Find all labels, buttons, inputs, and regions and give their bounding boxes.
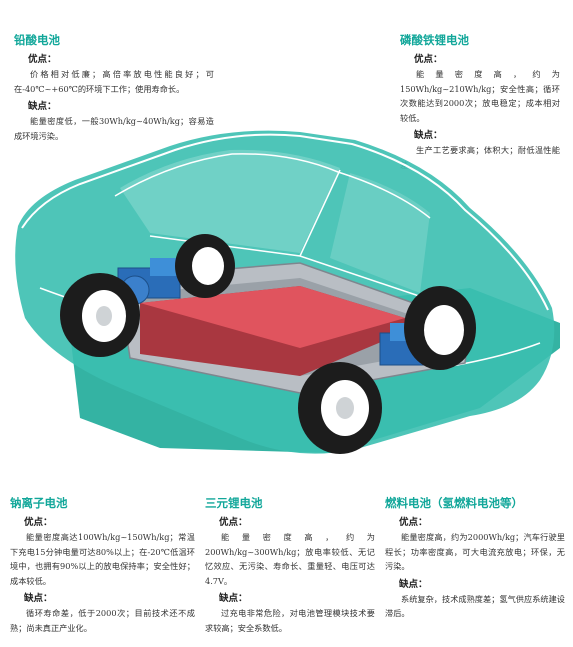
lfp-title: 磷酸铁锂电池 (400, 33, 469, 47)
ternary-lithium-title: 三元锂电池 (205, 496, 263, 510)
lfp-pros: 能量密度高，约为150Wh/kg~210Wh/kg；安全性高；循环次数能达到20… (400, 69, 560, 123)
lead-acid-section: 铅酸电池 优点： 价格相对低廉；高倍率放电性能良好；可在-40℃~+60℃的环境… (14, 32, 214, 143)
lead-acid-title: 铅酸电池 (14, 33, 60, 47)
wheel-front-right (298, 362, 382, 454)
car-rear-window (330, 173, 430, 293)
lead-acid-pros: 价格相对低廉；高倍率放电性能良好；可在-40℃~+60℃的环境下工作；使用寿命长… (14, 69, 214, 94)
lfp-pros-label: 优点： (414, 54, 443, 65)
ternary-lithium-cons: 过充电非常危险，对电池管理模块技术要求较高；安全系数低。 (205, 608, 375, 633)
ternary-lithium-cons-label: 缺点： (219, 593, 248, 604)
lfp-cons-label: 缺点： (414, 130, 443, 141)
lead-acid-cons-label: 缺点： (28, 101, 57, 112)
sodium-ion-pros: 能量密度高达100Wh/kg~150Wh/kg；常温下充电15分钟电量可达80%… (10, 532, 195, 586)
battery-pack (140, 286, 405, 376)
sodium-ion-title: 钠离子电池 (10, 496, 68, 510)
wheel-rear-right (404, 286, 476, 370)
fuel-cell-cons-label: 缺点： (399, 578, 428, 590)
fuel-cell-section: 燃料电池（氢燃料电池等） 优点： 能量密度高，约为2000Wh/kg；汽车行驶里… (385, 495, 565, 621)
car-cutaway-illustration (15, 130, 560, 454)
ternary-lithium-pros: 能量密度高，约为200Wh/kg~300Wh/kg；放电率较低、无记忆效应、无污… (205, 532, 375, 586)
sodium-ion-cons: 循环寿命差，低于2000次；目前技术还不成熟；尚未真正产业化。 (10, 608, 195, 633)
sodium-ion-pros-label: 优点： (24, 517, 53, 528)
ternary-lithium-pros-label: 优点： (219, 517, 248, 528)
sodium-ion-cons-label: 缺点： (24, 593, 53, 604)
lead-acid-pros-label: 优点： (28, 54, 57, 65)
fuel-cell-title: 燃料电池（氢燃料电池等） (385, 496, 523, 510)
wheel-front-left (60, 273, 140, 357)
fuel-cell-cons: 系统复杂，技术成熟度差；氢气供应系统建设滞后。 (385, 593, 565, 619)
lead-acid-cons: 能量密度低，一般30Wh/kg~40Wh/kg；容易造成环境污染。 (14, 116, 214, 141)
sodium-ion-section: 钠离子电池 优点： 能量密度高达100Wh/kg~150Wh/kg；常温下充电1… (10, 495, 195, 635)
fuel-cell-pros: 能量密度高，约为2000Wh/kg；汽车行驶里程长；功率密度高，可大电流充放电；… (385, 532, 565, 571)
wheel-rear-left (175, 234, 235, 298)
fuel-cell-pros-label: 优点： (399, 517, 428, 528)
ternary-lithium-section: 三元锂电池 优点： 能量密度高，约为200Wh/kg~300Wh/kg；放电率较… (205, 495, 375, 635)
lfp-section: 磷酸铁锂电池 优点： 能量密度高，约为150Wh/kg~210Wh/kg；安全性… (400, 32, 560, 172)
car-windshield (120, 149, 340, 253)
